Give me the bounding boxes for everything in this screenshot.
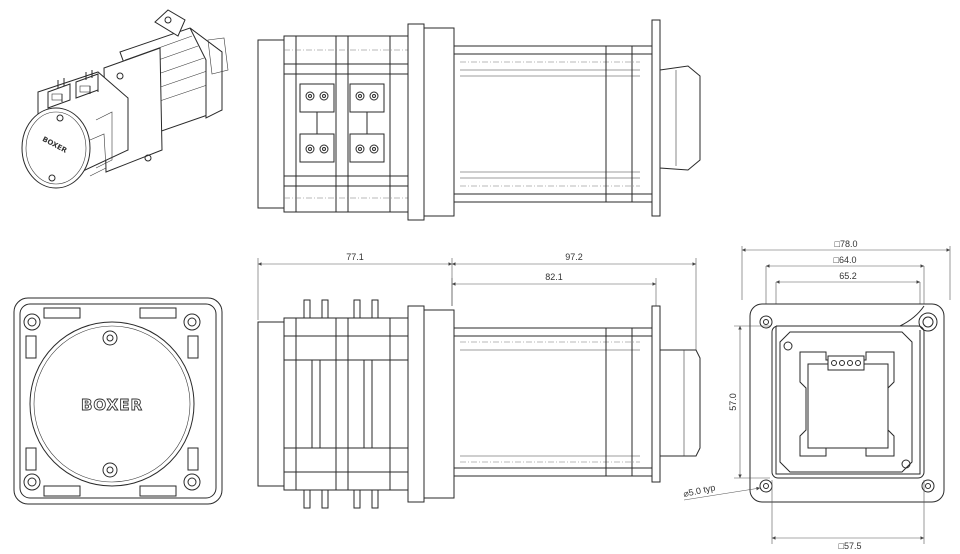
dim-82: 82.1 bbox=[545, 272, 563, 282]
dim-65: 65.2 bbox=[839, 271, 857, 281]
dim-57-vertical: 57.0 bbox=[728, 393, 738, 411]
dim-78: □78.0 bbox=[835, 239, 858, 249]
dim-hole-typ: ⌀5.0 typ bbox=[682, 482, 716, 499]
brand-label: BOXER bbox=[81, 396, 143, 414]
isometric-view: BOXER bbox=[21, 9, 229, 189]
dim-97: 97.2 bbox=[565, 252, 583, 262]
rear-view: □78.0 □64.0 65.2 57.0 bbox=[682, 239, 951, 551]
dim-57-horizontal: □57.5 bbox=[839, 541, 862, 551]
side-view-top bbox=[257, 19, 701, 221]
port-block-group bbox=[299, 83, 385, 163]
side-view-bottom: 77.1 97.2 82.1 bbox=[257, 252, 701, 509]
dim-64: □64.0 bbox=[834, 255, 857, 265]
dim-77: 77.1 bbox=[346, 252, 364, 262]
front-view: BOXER bbox=[13, 297, 223, 505]
